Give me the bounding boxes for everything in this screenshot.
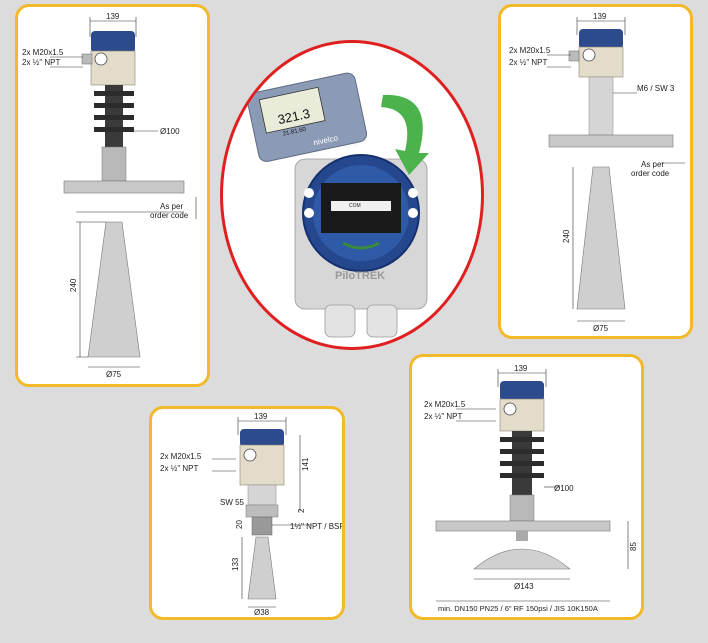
label-thread: 2x M20x1.5: [509, 46, 551, 55]
label-height: 240: [69, 278, 78, 292]
panel-thread-horn: 139 2x M20x1.5 2x ½" NPT 141 2 SW 55 20 …: [149, 406, 345, 620]
product-name: PiloTREK: [335, 270, 385, 282]
drawing-display-module: 321.3 21.81.60 nivelco SAP-300 COM PiloT…: [246, 72, 429, 338]
display-sub: 21.81.60: [282, 127, 307, 138]
label-thread: 2x M20x1.5: [424, 400, 466, 409]
drawing-horn-plain: 139 2x M20x1.5 2x ½" NPT M6 / SW 3 As pe…: [509, 12, 685, 333]
panel-horn-fins: 139 2x M20x1.5 2x ½" NPT Ø100 As per ord…: [15, 4, 210, 387]
green-arrow-icon: [381, 94, 429, 175]
label-thread: 2x M20x1.5: [22, 48, 64, 57]
led-icon: [408, 208, 418, 218]
label-sw: SW 55: [220, 498, 245, 507]
hex-nut: [245, 504, 279, 518]
label-npt: 2x ½" NPT: [509, 58, 548, 67]
flange: [63, 180, 185, 194]
horn-antenna: [576, 166, 626, 310]
led-icon: [304, 188, 314, 198]
drawing-thread-horn: 139 2x M20x1.5 2x ½" NPT 141 2 SW 55 20 …: [160, 412, 342, 617]
label-fin-dia: Ø100: [554, 484, 574, 493]
display-reading: 321.3: [276, 106, 311, 127]
label-width: 139: [106, 12, 120, 21]
gland-icon: [582, 48, 596, 62]
label-small: 2: [297, 508, 306, 513]
label-order-2: order code: [150, 211, 189, 220]
label-fin-dia: Ø100: [160, 127, 180, 136]
blue-cap: [240, 429, 284, 447]
label-height: 133: [231, 557, 240, 571]
gland-icon: [243, 448, 257, 462]
housing: [578, 46, 624, 78]
label-h20: 20: [235, 520, 244, 529]
flange: [435, 520, 611, 532]
label-bsp: 1½" NPT / BSP: [290, 522, 342, 531]
display-module-circle: 321.3 21.81.60 nivelco SAP-300 COM PiloT…: [220, 40, 484, 350]
label-flange: min. DN150 PN25 / 6" RF 150psi / JIS 10K…: [438, 604, 598, 613]
blue-cap: [91, 31, 135, 53]
label-width: 139: [254, 412, 268, 421]
blue-cap: [500, 381, 544, 401]
label-npt: 2x ½" NPT: [22, 58, 61, 67]
label-width: 139: [593, 12, 607, 21]
label-thread: 2x M20x1.5: [160, 452, 202, 461]
horn-antenna: [247, 536, 277, 600]
panel-horn-plain: 139 2x M20x1.5 2x ½" NPT M6 / SW 3 As pe…: [498, 4, 693, 339]
label-order-2: order code: [631, 169, 670, 178]
gland-icon: [94, 52, 108, 66]
thread: [251, 516, 273, 536]
label-npt: 2x ½" NPT: [160, 464, 199, 473]
drawing-horn-fins: 139 2x M20x1.5 2x ½" NPT Ø100 As per ord…: [22, 12, 197, 379]
board-label: COM: [349, 203, 361, 209]
label-npt: 2x ½" NPT: [424, 412, 463, 421]
label-order-1: As per: [641, 160, 664, 169]
label-height: 240: [562, 229, 571, 243]
led-icon: [304, 208, 314, 218]
horn-antenna: [87, 221, 141, 358]
label-width: 139: [514, 364, 528, 373]
label-height: 85: [629, 542, 638, 551]
label-screw: M6 / SW 3: [637, 84, 675, 93]
label-horn-dia: Ø75: [593, 324, 609, 333]
cable-gland: [324, 304, 356, 338]
label-height-top: 141: [301, 457, 310, 471]
lcd-screen: [258, 86, 326, 134]
led-icon: [408, 188, 418, 198]
panel-dish-antenna: 139 2x M20x1.5 2x ½" NPT Ø100 85 Ø143 mi…: [409, 354, 644, 620]
blue-cap: [579, 29, 623, 49]
label-horn-dia: Ø38: [254, 608, 270, 617]
drawing-dish-antenna: 139 2x M20x1.5 2x ½" NPT Ø100 85 Ø143 mi…: [424, 364, 638, 613]
label-order-1: As per: [160, 202, 183, 211]
display-model: SAP-300: [343, 142, 360, 150]
label-horn-dia: Ø75: [106, 370, 122, 379]
parabolic-dish: [473, 548, 571, 570]
flange: [548, 134, 674, 148]
gland-icon: [503, 402, 517, 416]
cable-gland: [366, 304, 398, 338]
label-dish-dia: Ø143: [514, 582, 534, 591]
